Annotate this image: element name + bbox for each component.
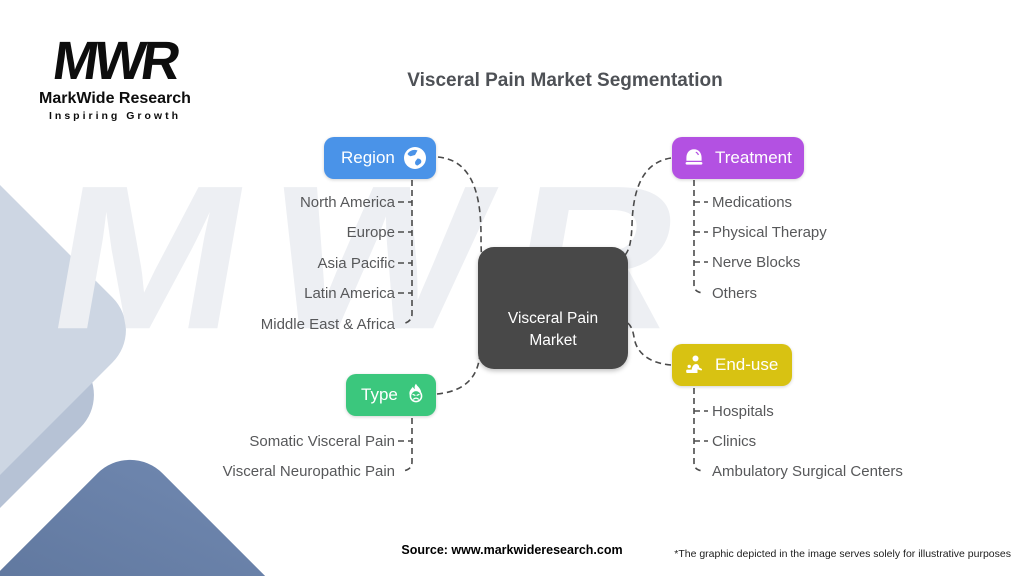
branch-node-region: Region <box>324 137 436 179</box>
bell-icon <box>685 149 703 165</box>
disclaimer-note: *The graphic depicted in the image serve… <box>674 548 1011 560</box>
branch-label-type: Type <box>361 385 398 404</box>
logo-name: MarkWide Research <box>39 90 191 107</box>
logo-tagline: Inspiring Growth <box>49 110 181 122</box>
source-line: Source: www.markwideresearch.com <box>401 543 623 557</box>
branch-label-enduse: End-use <box>715 355 779 374</box>
segment-item: Europe <box>346 224 395 241</box>
segment-item: Physical Therapy <box>712 224 827 241</box>
segment-item: Visceral Neuropathic Pain <box>222 463 395 480</box>
segment-item: Middle East & Africa <box>260 316 395 333</box>
branch-label-region: Region <box>341 148 395 167</box>
branch-node-enduse: End-use <box>672 344 792 386</box>
segment-item: Others <box>712 285 758 302</box>
segment-item: Hospitals <box>712 403 774 420</box>
segment-item: Medications <box>712 194 793 211</box>
segment-item: Somatic Visceral Pain <box>249 433 395 450</box>
branch-node-type: Type <box>346 374 436 416</box>
branch-node-treatment: Treatment <box>672 137 804 179</box>
logo-monogram: MWR <box>49 31 181 91</box>
logo: MWR MarkWide Research Inspiring Growth <box>30 31 200 122</box>
person-icon <box>686 355 703 373</box>
segment-item: Ambulatory Surgical Centers <box>712 463 903 480</box>
globe-icon <box>404 147 426 169</box>
segment-item: Latin America <box>304 285 395 302</box>
central-market-node: Visceral Pain Market <box>478 247 628 369</box>
segment-item: North America <box>299 194 395 211</box>
branch-label-treatment: Treatment <box>715 148 792 167</box>
segment-item: Nerve Blocks <box>712 254 801 271</box>
page-title: Visceral Pain Market Segmentation <box>407 70 723 91</box>
pain-face-icon <box>409 383 423 403</box>
segment-item: Clinics <box>712 433 757 450</box>
central-market-label: Visceral Pain Market <box>507 310 599 349</box>
segment-item: Asia Pacific <box>317 255 395 272</box>
